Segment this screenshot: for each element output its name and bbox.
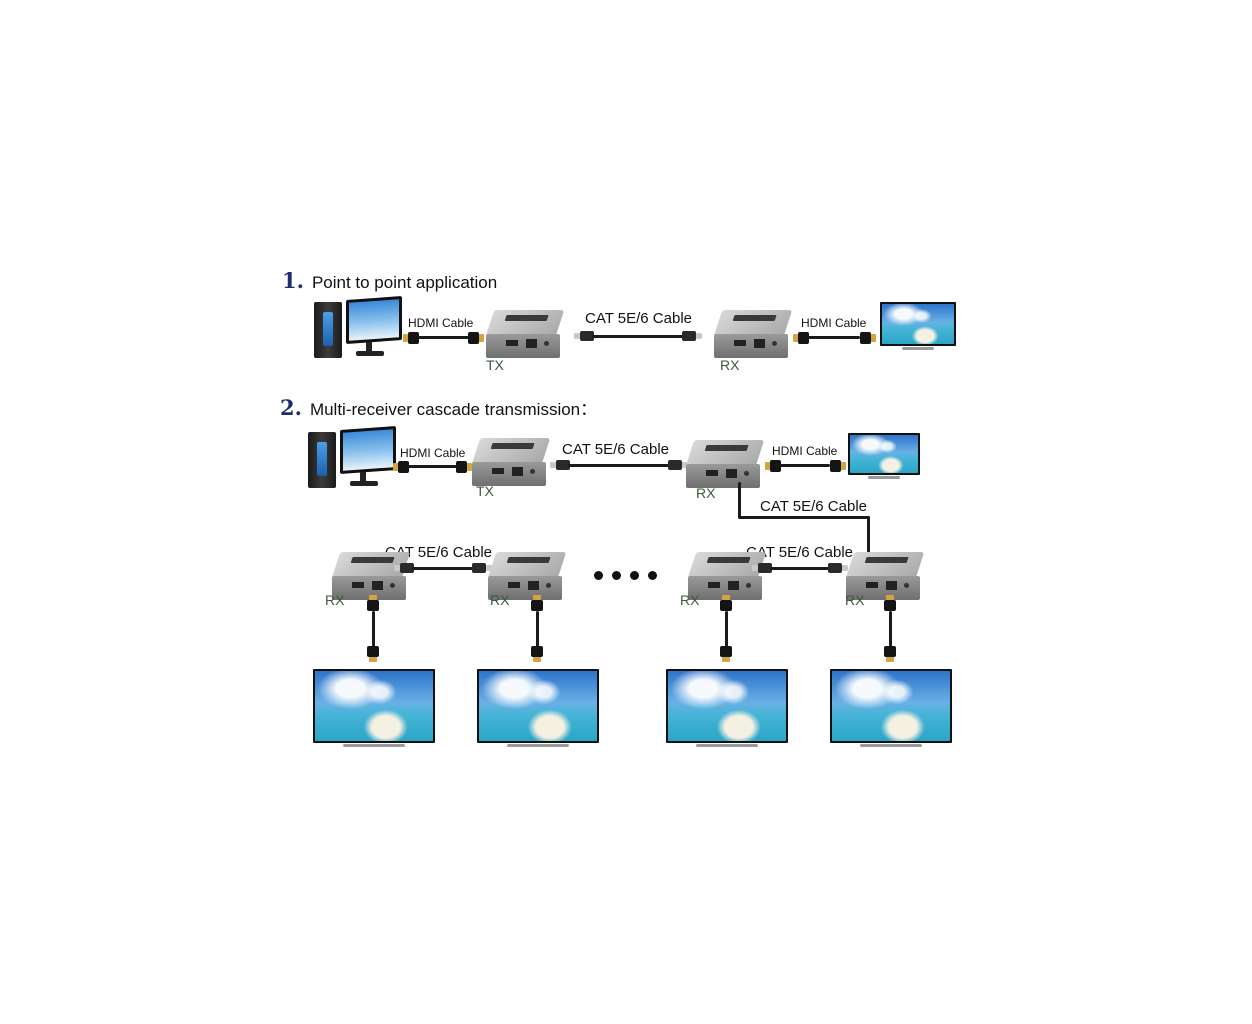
section-2-heading: 2. Multi-receiver cascade transmission： <box>280 395 597 420</box>
hdmi-plug-icon <box>884 595 896 611</box>
hdmi-cable <box>408 465 458 468</box>
cat-cable-label: CAT 5E/6 Cable <box>562 441 669 458</box>
hdmi-plug-icon <box>830 460 846 472</box>
tv-icon <box>666 669 788 749</box>
rx-label: RX <box>490 592 510 608</box>
hdmi-cable-label: HDMI Cable <box>772 444 838 458</box>
tx-extender-box <box>485 310 565 360</box>
hdmi-plug-icon <box>531 595 543 611</box>
rx-label: RX <box>845 592 865 608</box>
hdmi-plug-icon <box>468 332 484 344</box>
section-1-title: Point to point application <box>311 273 498 292</box>
rj45-plug-icon <box>574 331 594 341</box>
section-1-number: 1. <box>282 268 304 293</box>
tx-label: TX <box>486 357 504 373</box>
rj45-plug-icon <box>394 563 414 573</box>
rx-extender-box <box>713 310 793 360</box>
hdmi-plug-icon <box>765 460 781 472</box>
cat-cable <box>568 464 670 467</box>
tv-icon <box>848 433 920 479</box>
cat-cable-label: CAT 5E/6 Cable <box>585 310 692 327</box>
hdmi-cable <box>536 611 539 647</box>
rj45-plug-icon <box>682 331 702 341</box>
computer-icon <box>314 296 406 360</box>
tv-icon <box>880 302 956 350</box>
rj45-plug-icon <box>668 460 688 470</box>
rj45-plug-icon <box>828 563 848 573</box>
computer-icon <box>308 426 400 490</box>
cat-cable <box>770 567 830 570</box>
hdmi-plug-icon <box>367 646 379 662</box>
hdmi-cable <box>889 611 892 647</box>
hdmi-plug-icon <box>793 332 809 344</box>
rx-label: RX <box>325 592 345 608</box>
hdmi-plug-icon <box>860 332 876 344</box>
rj45-plug-icon <box>550 460 570 470</box>
hdmi-plug-icon <box>403 332 419 344</box>
tx-label: TX <box>476 483 494 499</box>
cat-cable <box>592 335 684 338</box>
section-1-heading: 1. Point to point application <box>282 268 497 293</box>
rx-extender-box <box>487 552 567 602</box>
hdmi-cable <box>418 336 470 339</box>
cat-cable-label: CAT 5E/6 Cable <box>385 544 492 561</box>
tx-extender-box <box>471 438 551 488</box>
rx-extender-box <box>685 440 765 490</box>
continuation-dots <box>594 571 657 580</box>
rj45-plug-icon <box>752 563 772 573</box>
hdmi-plug-icon <box>456 461 472 473</box>
cat-cable <box>738 516 870 519</box>
cat-cable <box>412 567 474 570</box>
hdmi-plug-icon <box>720 595 732 611</box>
cat-cable <box>738 482 741 518</box>
cat-cable-label: CAT 5E/6 Cable <box>760 498 867 515</box>
section-2-number: 2. <box>280 395 302 420</box>
hdmi-plug-icon <box>720 646 732 662</box>
tv-icon <box>830 669 952 749</box>
tv-icon <box>313 669 435 749</box>
hdmi-cable <box>780 464 830 467</box>
hdmi-cable <box>808 336 860 339</box>
hdmi-plug-icon <box>884 646 896 662</box>
tv-icon <box>477 669 599 749</box>
hdmi-cable-label: HDMI Cable <box>400 446 466 460</box>
rj45-plug-icon <box>472 563 492 573</box>
hdmi-cable <box>725 611 728 647</box>
rx-extender-box <box>845 552 925 602</box>
hdmi-plug-icon <box>367 595 379 611</box>
hdmi-plug-icon <box>393 461 409 473</box>
hdmi-cable <box>372 611 375 647</box>
section-2-title: Multi-receiver cascade transmission： <box>309 400 598 419</box>
hdmi-plug-icon <box>531 646 543 662</box>
hdmi-cable-label: HDMI Cable <box>408 316 474 330</box>
cat-cable-label: CAT 5E/6 Cable <box>746 544 853 561</box>
rx-label: RX <box>696 485 716 501</box>
rx-label: RX <box>680 592 700 608</box>
cat-cable <box>867 516 870 554</box>
rx-label: RX <box>720 357 740 373</box>
hdmi-cable-label: HDMI Cable <box>801 316 867 330</box>
